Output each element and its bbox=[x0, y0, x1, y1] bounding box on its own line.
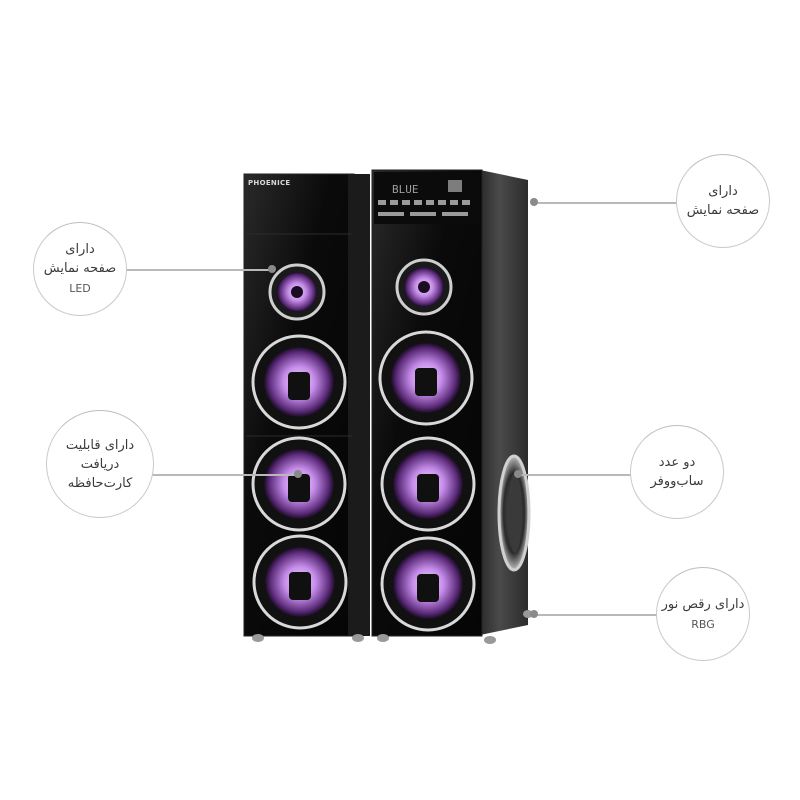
woofer bbox=[251, 334, 347, 430]
woofer bbox=[380, 536, 476, 632]
callout-text: دو عدد bbox=[658, 455, 696, 470]
leader-line bbox=[536, 202, 678, 204]
leader-dot bbox=[530, 198, 538, 206]
tweeter bbox=[268, 263, 326, 321]
callout-text: دارای قابلیت bbox=[65, 437, 135, 453]
woofer bbox=[378, 330, 474, 426]
callout-text: دارای bbox=[708, 184, 738, 199]
callout-subtext: LED bbox=[69, 282, 91, 295]
leader-dot bbox=[514, 470, 522, 478]
callout-subtext: RBG bbox=[691, 617, 715, 631]
callout-text: صفحه نمایش bbox=[686, 203, 760, 218]
woofer bbox=[380, 436, 476, 532]
callout-text: صفحه نمایش bbox=[43, 261, 117, 276]
tweeter bbox=[395, 258, 453, 316]
leader-dot bbox=[268, 265, 276, 273]
woofer bbox=[252, 534, 348, 630]
leader-dot bbox=[530, 610, 538, 618]
control-panel: BLUE bbox=[374, 172, 480, 224]
leader-line bbox=[150, 474, 298, 476]
callout-led-display: دارای صفحه نمایش LED bbox=[33, 222, 127, 316]
leader-line bbox=[536, 614, 658, 616]
callout-text: دارای رقص نور bbox=[661, 596, 745, 612]
leader-dot bbox=[294, 470, 302, 478]
callout-display-screen: دارای صفحه نمایش bbox=[676, 154, 770, 248]
callout-memory-card: دارای قابلیت دریافت کارت‌حافظه bbox=[46, 410, 154, 518]
leader-line bbox=[520, 474, 632, 476]
left-speaker bbox=[243, 173, 370, 642]
side-subwoofer bbox=[497, 454, 531, 572]
callout-text: کارت‌حافظه bbox=[67, 475, 133, 491]
callout-rgb-light: دارای رقص نور RBG bbox=[656, 567, 750, 661]
right-speaker: BLUE bbox=[371, 169, 533, 644]
leader-line bbox=[126, 269, 272, 271]
woofer bbox=[251, 436, 347, 532]
callout-text: دریافت bbox=[80, 456, 120, 472]
callout-subwoofer: دو عدد ساب‌ووفر bbox=[630, 425, 724, 519]
callout-text: دارای bbox=[65, 242, 95, 257]
callout-text: ساب‌ووفر bbox=[650, 474, 704, 489]
display-readout: BLUE bbox=[392, 183, 419, 196]
brand-logo: PHOENICE bbox=[248, 179, 291, 187]
